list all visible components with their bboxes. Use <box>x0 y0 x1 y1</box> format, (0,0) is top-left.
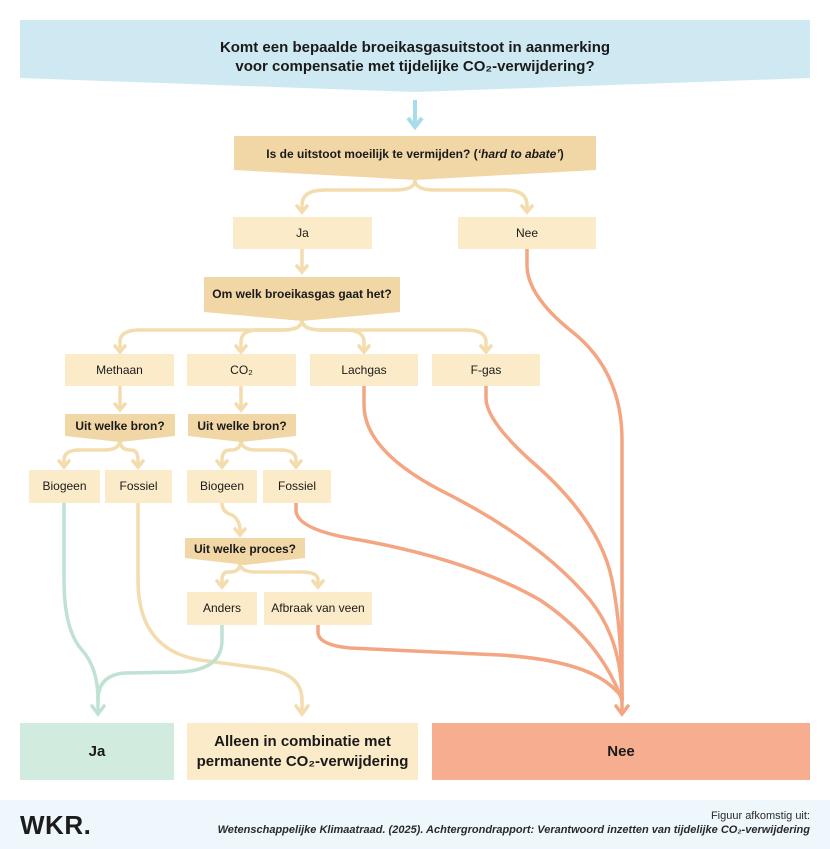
gas-co2-label: CO₂ <box>230 362 253 377</box>
main-question: Komt een bepaalde broeikasgasuitstoot in… <box>20 34 810 80</box>
outcome-combi-line1: Alleen in combinatie met <box>214 733 391 750</box>
connector-fossiel-combi <box>136 501 304 714</box>
q-bron-co2-label: Uit welke bron? <box>197 418 287 433</box>
arrowhead-q1-nee <box>520 204 534 215</box>
src-fossiel-2-label: Fossiel <box>277 479 316 493</box>
arrowhead-fossiel-combi <box>294 704 310 717</box>
connector-veen-nee <box>316 623 624 702</box>
src-fossiel-2-box <box>263 470 331 503</box>
wkr-logo: WKR. <box>20 810 92 840</box>
proc-veen-box <box>264 592 372 625</box>
connector-biogeen-proces <box>220 501 242 535</box>
arrowhead-qgas-methaan <box>113 344 127 355</box>
gas-fgas-label: F-gas <box>470 362 502 377</box>
q-proces-box <box>185 538 305 565</box>
q-hard-to-abate-close: ) <box>559 146 564 161</box>
arrowhead-co2-bron <box>234 402 248 413</box>
arrowhead-bron2-biogeen <box>215 459 229 470</box>
arrowhead-main-to-q1 <box>406 116 424 131</box>
outcome-nee-label: Nee <box>607 742 635 760</box>
main-question-line2: voor compensatie met tijdelijke CO₂-verw… <box>235 58 595 75</box>
outcome-nee-box <box>432 723 810 780</box>
proc-veen-label: Afbraak van veen <box>271 601 365 615</box>
connector-bron1-biogeen <box>62 438 122 466</box>
outcome-combi-label: Alleen in combinatie met permanente CO₂-… <box>187 723 418 780</box>
arrowhead-proces-veen <box>311 579 325 590</box>
arrowhead-bron1-biogeen <box>57 459 71 470</box>
connector-qgas-co2 <box>239 318 304 352</box>
outcome-ja-label: Ja <box>88 742 106 760</box>
arrowhead-qgas-co2 <box>234 344 248 355</box>
q-hard-to-abate-text: Is de uitstoot moeilijk te vermijden? ( <box>266 146 478 161</box>
flowchart-canvas <box>20 20 810 780</box>
footer: WKR. Figuur afkomstig uit: Wetenschappel… <box>0 800 830 849</box>
src-biogeen-1-label: Biogeen <box>42 479 87 493</box>
connector-bron1-fossiel <box>118 438 140 466</box>
connector-q1-ja <box>300 178 417 213</box>
src-fossiel-1-box <box>105 470 172 503</box>
gas-fgas-box <box>432 354 540 386</box>
outcome-combi-box <box>187 723 418 780</box>
q-gas-label: Om welk broeikasgas gaat het? <box>212 286 392 301</box>
q-proces-label: Uit welke proces? <box>193 541 297 556</box>
arrowhead-methaan-bron <box>113 402 127 413</box>
outcome-combi-line2: permanente CO₂-verwijdering <box>196 752 409 770</box>
connector-qgas-lachgas <box>300 318 366 352</box>
connector-nee-outcome <box>525 247 624 714</box>
proc-anders-box <box>187 592 257 625</box>
connector-lachgas-nee <box>362 384 624 702</box>
connector-bron2-biogeen <box>220 438 243 466</box>
arrowhead-bron2-fossiel <box>289 459 303 470</box>
proc-anders-label: Anders <box>202 601 242 615</box>
opt-nee-label: Nee <box>515 225 538 240</box>
q-bron-methaan-label: Uit welke bron? <box>75 418 165 433</box>
source-citation: Wetenschappelijke Klimaatraad. (2025). A… <box>217 824 810 836</box>
gas-co2-box <box>187 354 296 386</box>
q-hard-to-abate-box <box>234 136 596 180</box>
arrowhead-q1-ja <box>295 204 309 215</box>
opt-nee-box <box>458 217 596 249</box>
connector-proces-veen <box>238 561 320 587</box>
arrowhead-proces-anders <box>215 579 229 590</box>
src-fossiel-1-label: Fossiel <box>119 479 158 493</box>
connector-proces-anders <box>220 561 242 587</box>
arrowhead-ja-qgas <box>295 264 309 275</box>
gas-methaan-box <box>65 354 174 386</box>
q-bron-co2-box <box>188 414 296 442</box>
arrowhead-nee-outcome <box>614 704 630 717</box>
src-biogeen-2-label: Biogeen <box>199 479 245 493</box>
gas-lachgas-box <box>310 354 418 386</box>
main-question-box <box>20 20 810 92</box>
arrowhead-ja-outcome <box>90 704 106 717</box>
connector-qgas-fgas <box>300 318 488 352</box>
arrowhead-qgas-fgas <box>479 344 493 355</box>
connector-fgas-nee <box>484 384 624 702</box>
source-label: Figuur afkomstig uit: <box>710 810 810 822</box>
q-bron-methaan-box <box>65 414 175 442</box>
q-gas-box <box>204 277 400 321</box>
connector-anders-ja <box>96 623 224 702</box>
arrowhead-qgas-lachgas <box>357 344 371 355</box>
connector-qgas-methaan <box>118 318 304 352</box>
connector-q1-nee <box>413 178 529 213</box>
opt-ja-label: Ja <box>296 225 309 240</box>
main-question-line1: Komt een bepaalde broeikasgasuitstoot in… <box>219 38 611 56</box>
connector-bron2-fossiel <box>239 438 298 466</box>
q-hard-to-abate-italic: ‘hard to abate’ <box>477 146 560 161</box>
src-biogeen-1-box <box>29 470 100 503</box>
arrowhead-bron1-fossiel <box>131 459 145 470</box>
gas-methaan-label: Methaan <box>96 362 143 377</box>
outcome-ja-box <box>20 723 174 780</box>
q-hard-to-abate: Is de uitstoot moeilijk te vermijden? (‘… <box>234 140 596 168</box>
gas-lachgas-label: Lachgas <box>341 362 387 377</box>
opt-ja-box <box>233 217 372 249</box>
arrowhead-biogeen-proces <box>233 527 247 538</box>
connector-co2-fossiel-nee <box>294 501 624 702</box>
src-biogeen-2-box <box>187 470 257 503</box>
connector-biogeen-ja <box>62 501 100 714</box>
